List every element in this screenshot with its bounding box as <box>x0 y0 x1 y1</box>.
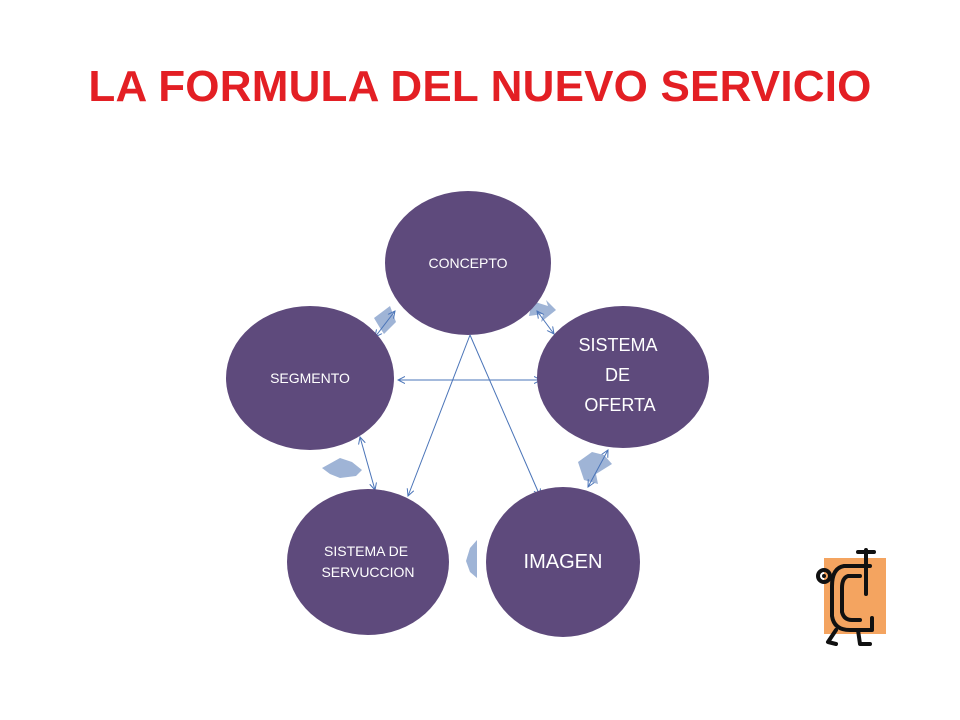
connector-lines <box>360 311 608 496</box>
svg-text:SEGMENTO: SEGMENTO <box>270 370 350 386</box>
node-imagen-label-1: IMAGEN <box>524 551 603 573</box>
node-oferta-label-2: DE <box>605 365 630 385</box>
node-oferta-label-3: OFERTA <box>584 395 655 415</box>
node-servuccion-label-2: SERVUCCION <box>321 564 414 580</box>
svg-text:IMAGEN: IMAGEN <box>524 551 603 573</box>
node-oferta-label-1: SISTEMA <box>578 335 657 355</box>
clamp-character-icon <box>816 548 886 646</box>
node-servuccion-label-1: SISTEMA DE <box>324 543 408 559</box>
connector-arrow <box>578 452 612 484</box>
node-sistema-de-oferta: SISTEMA DE OFERTA <box>537 306 709 448</box>
line-concepto-imagen <box>469 334 540 496</box>
node-segmento: SEGMENTO <box>226 306 394 450</box>
connector-arrow <box>374 306 396 334</box>
line-concepto-segmento <box>375 311 395 337</box>
svg-text:SISTEMA DE SERVUCCION: SISTEMA DE SERVUCCION <box>321 543 414 580</box>
node-concepto-label-1: CONCEPTO <box>428 255 507 271</box>
svg-text:CONCEPTO: CONCEPTO <box>428 255 507 271</box>
line-oferta-imagen <box>588 450 608 487</box>
svg-text:SISTEMA DE OFERTA: SISTEMA DE OFERTA <box>578 335 661 415</box>
connector-arrow <box>466 540 477 578</box>
node-sistema-de-servuccion: SISTEMA DE SERVUCCION <box>287 489 449 635</box>
node-segmento-label-1: SEGMENTO <box>270 370 350 386</box>
line-servuccion-segmento <box>360 437 375 490</box>
slide-title: LA FORMULA DEL NUEVO SERVICIO <box>88 62 872 111</box>
line-concepto-oferta <box>537 311 554 334</box>
connector-arrow <box>322 458 362 478</box>
line-concepto-servuccion <box>408 334 471 496</box>
node-imagen: IMAGEN <box>486 487 640 637</box>
node-concepto: CONCEPTO <box>385 191 551 335</box>
